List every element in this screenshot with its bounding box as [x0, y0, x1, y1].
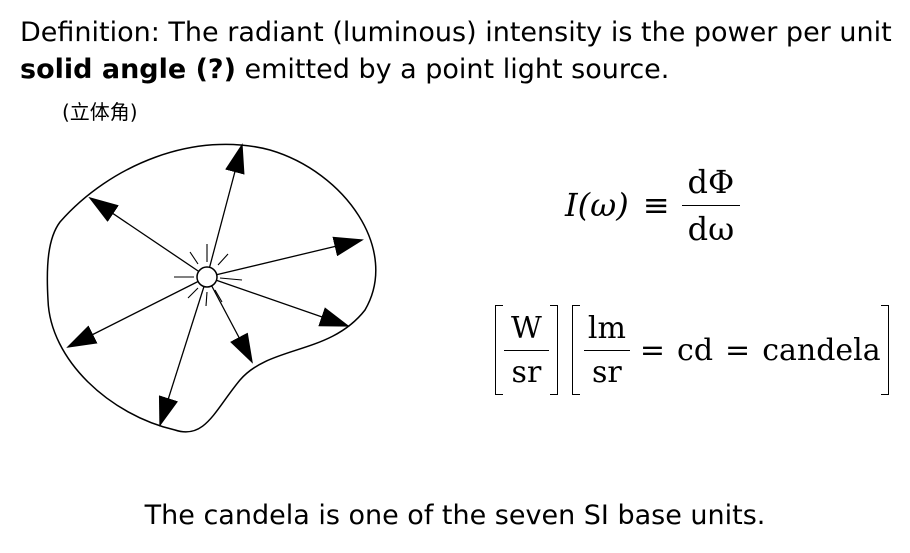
watts-per-steradian-bracket: W sr — [495, 305, 558, 395]
arrow-right — [206, 236, 364, 278]
solid-angle-term: solid angle (?) — [20, 54, 236, 85]
lumen-unit: lm — [587, 310, 626, 346]
footer-note: The candela is one of the seven SI base … — [144, 500, 766, 531]
lumen-per-steradian-fraction: lm sr — [580, 311, 634, 390]
candela-name: candela — [762, 332, 881, 368]
arrow-lower-left — [66, 276, 208, 348]
steradian-unit: sr — [503, 349, 550, 390]
definition-line-1: Definition: The radiant (luminous) inten… — [20, 17, 892, 48]
point-light-source-diagram — [46, 143, 377, 433]
solid-angle-differential: dω — [681, 204, 741, 248]
point-light-source — [196, 266, 218, 288]
lumens-per-steradian-bracket: lm sr = cd = candela — [571, 305, 889, 395]
equivalence-sign: ≡ — [642, 186, 670, 224]
arrow-upper-left — [88, 196, 208, 278]
arrow-down — [158, 276, 208, 427]
units-equation: W sr lm sr = cd = candela — [495, 300, 889, 400]
steradian-unit-2: sr — [583, 349, 630, 390]
flux-derivative-fraction: dΦ dω — [681, 162, 741, 248]
equals-sign-2: = — [725, 332, 751, 368]
light-rays — [174, 244, 243, 307]
arrow-lower-right — [206, 276, 253, 364]
definition-line-2: solid angle (?) emitted by a point light… — [20, 51, 900, 88]
candela-abbreviation: cd — [677, 332, 714, 368]
flux-differential: dΦ — [687, 162, 735, 201]
equals-sign-1: = — [639, 332, 666, 368]
intensity-definition-equation: I(ω) ≡ dΦ dω — [565, 162, 741, 248]
definition-line-2-rest: emitted by a point light source. — [235, 54, 670, 85]
radiation-arrows — [66, 143, 364, 427]
arrow-up — [206, 143, 245, 278]
enclosing-surface — [46, 143, 377, 433]
definition-text: Definition: The radiant (luminous) inten… — [20, 14, 900, 88]
solid-angle-cjk-note: (立体角) — [62, 100, 138, 124]
intensity-symbol: I(ω) — [565, 186, 629, 224]
watt-per-steradian-fraction: W sr — [503, 311, 550, 390]
watt-unit: W — [511, 310, 542, 346]
arrow-lower-right-far — [206, 276, 350, 327]
